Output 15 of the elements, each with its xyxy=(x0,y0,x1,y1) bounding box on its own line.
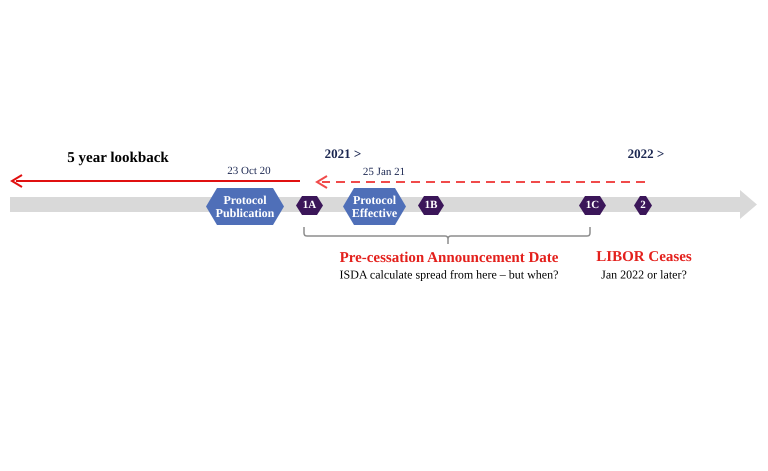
milestone-note: ISDA calculate spread from here – but when? xyxy=(340,268,558,282)
date-label: 23 Oct 20 xyxy=(227,164,271,178)
milestone-marker: 1B xyxy=(418,196,444,215)
milestone-note: Jan 2022 or later? xyxy=(601,268,687,282)
milestone-title: LIBOR Ceases xyxy=(596,248,692,266)
milestone-marker: 1C xyxy=(579,196,606,215)
date-label: 25 Jan 21 xyxy=(362,166,406,178)
year-label: 2021 > xyxy=(324,146,362,162)
period-label: 5 year lookback xyxy=(67,150,169,166)
milestone-marker: 1A xyxy=(296,196,323,215)
year-label: 2022 > xyxy=(628,146,664,162)
milestone-marker: 2 xyxy=(634,196,652,215)
milestone-hexagon: Protocol Effective xyxy=(343,188,406,225)
milestone-title: Pre-cessation Announcement Date xyxy=(340,250,558,266)
milestone-hexagon: Protocol Publication xyxy=(206,188,284,225)
